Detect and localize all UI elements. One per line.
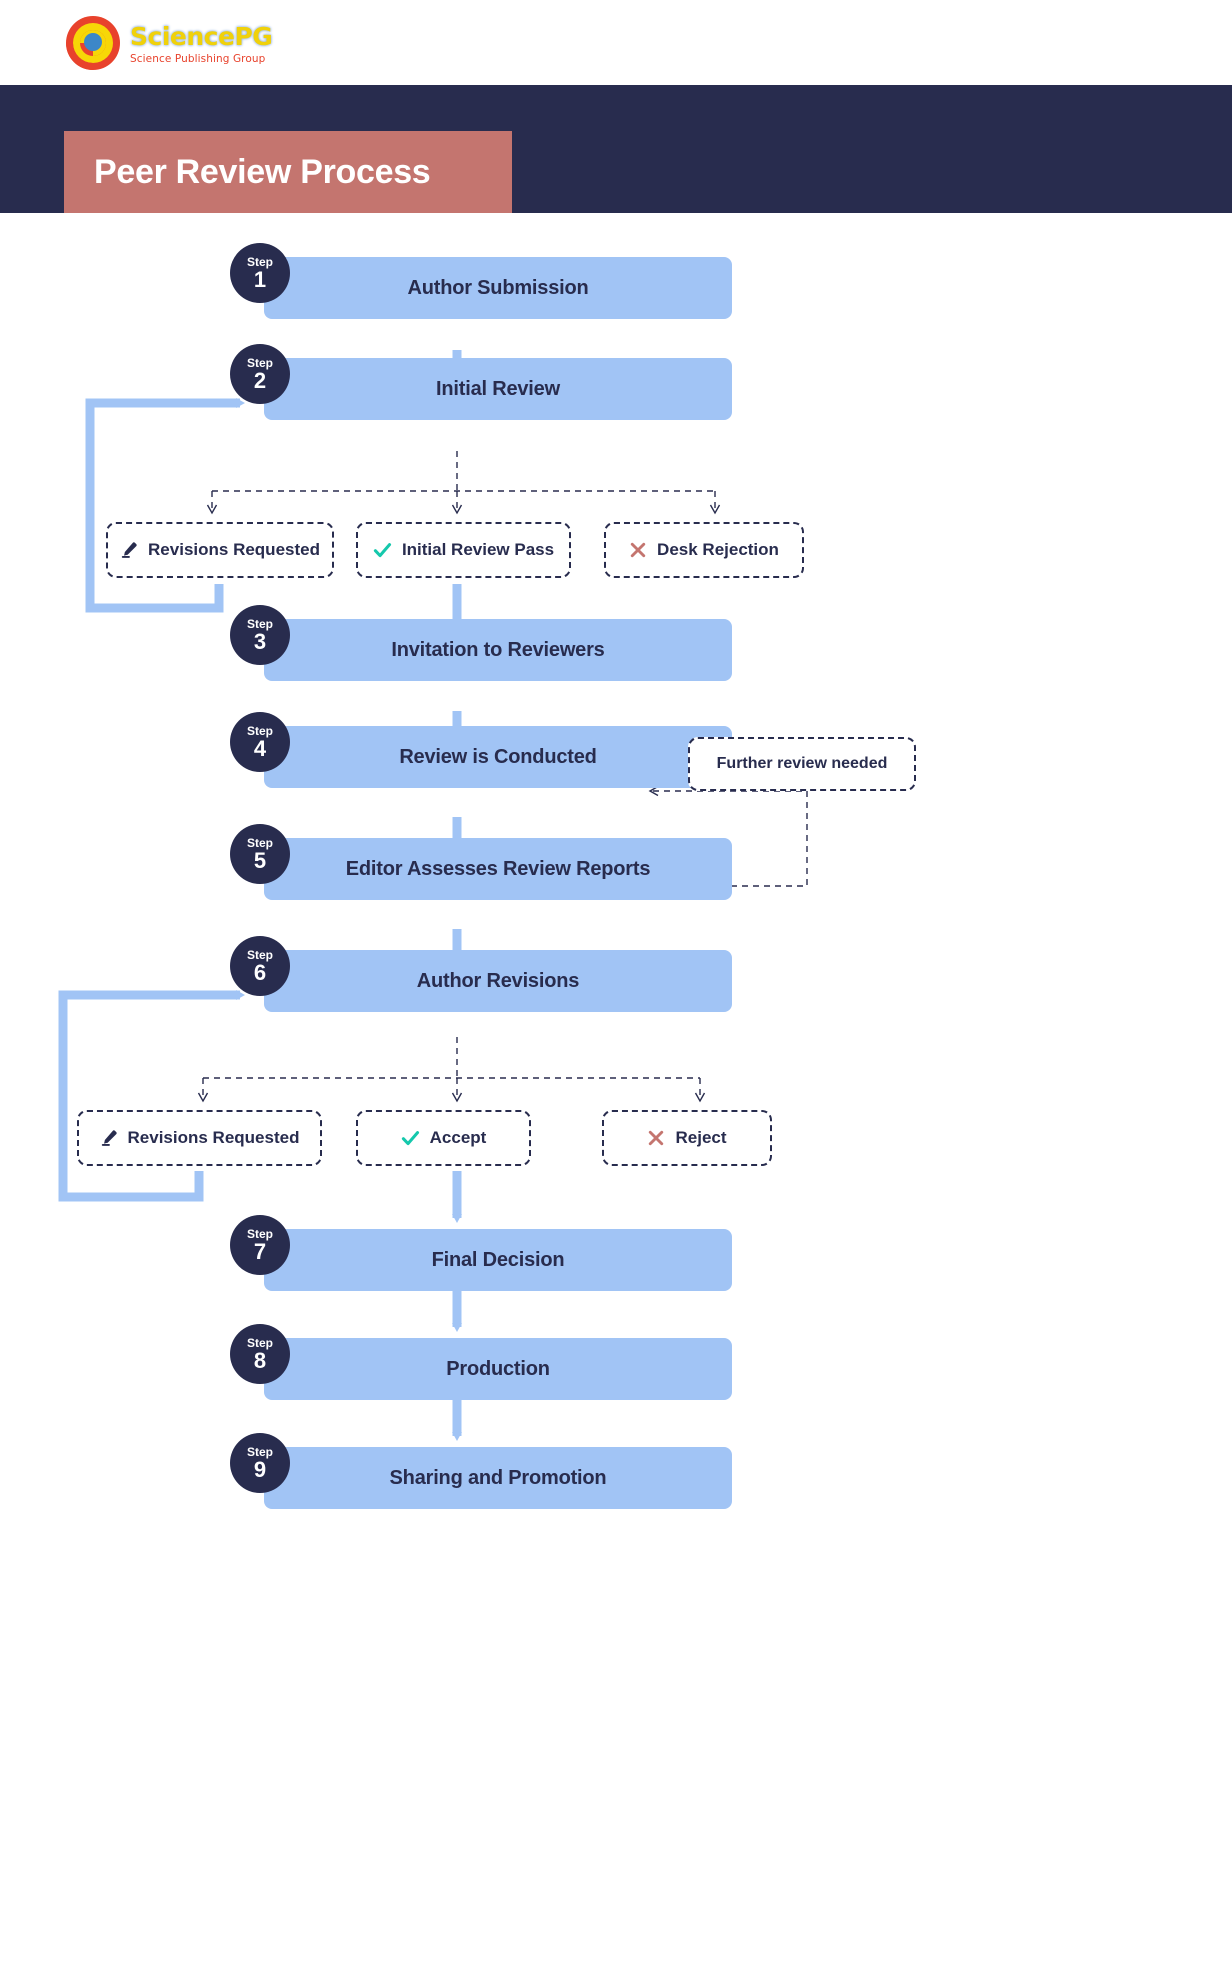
step-box-author-revisions[interactable]: Author Revisions <box>264 950 732 1012</box>
decision-label: Revisions Requested <box>148 540 320 559</box>
decision-label: Revisions Requested <box>127 1128 300 1147</box>
pencil-icon <box>100 1129 118 1147</box>
step-box-invitation-to-reviewers[interactable]: Invitation to Reviewers <box>264 619 732 681</box>
step-box-review-is-conducted[interactable]: Review is Conducted <box>264 726 732 788</box>
step-box-label: Invitation to Reviewers <box>391 638 605 661</box>
step-box-editor-assesses-review-reports[interactable]: Editor Assesses Review Reports <box>264 838 732 900</box>
step-box-label: Author Submission <box>407 276 589 299</box>
brand-name-part1: Science <box>130 21 235 51</box>
step-badge-label: Step <box>246 835 273 850</box>
step-box-label: Author Revisions <box>416 969 580 992</box>
step-badge-number: 8 <box>253 1347 267 1373</box>
step-badge-6: Step 6 <box>230 936 290 996</box>
step-badge-2: Step 2 <box>230 344 290 404</box>
step-badge-label: Step <box>246 1444 273 1459</box>
step-box-label: Review is Conducted <box>399 745 597 768</box>
step-box-label: Final Decision <box>431 1248 565 1271</box>
step-box-label: Sharing and Promotion <box>389 1466 607 1489</box>
decision-label: Reject <box>675 1128 727 1147</box>
note-box-further-review-needed[interactable]: Further review needed <box>688 737 916 791</box>
step-box-label: Initial Review <box>436 377 560 400</box>
note-label: Further review needed <box>716 755 888 772</box>
decision-label: Initial Review Pass <box>401 540 555 559</box>
decision-box-revisions-requested-2[interactable]: Revisions Requested <box>77 1110 322 1166</box>
check-icon <box>401 1129 420 1148</box>
step-badge-number: 1 <box>253 266 267 292</box>
step-badge-label: Step <box>246 1226 273 1241</box>
step-badge-number: 2 <box>253 367 267 393</box>
brand-tagline: Science Publishing Group <box>130 52 266 65</box>
step-badge-label: Step <box>246 947 273 962</box>
step-badge-number: 7 <box>253 1238 267 1264</box>
sciencepg-logo[interactable]: SciencePG Science Publishing Group <box>64 14 273 72</box>
step-badge-label: Step <box>246 723 273 738</box>
flowchart-canvas: Step 1 Author Submission Step 2 Initial … <box>0 213 1232 1986</box>
step-box-initial-review[interactable]: Initial Review <box>264 358 732 420</box>
step-badge-label: Step <box>246 1335 273 1350</box>
step-badge-number: 3 <box>253 628 267 654</box>
decision-label: Desk Rejection <box>657 540 779 559</box>
page-header: SciencePG Science Publishing Group <box>0 0 1232 85</box>
step-box-author-submission[interactable]: Author Submission <box>264 257 732 319</box>
step-badge-8: Step 8 <box>230 1324 290 1384</box>
step-box-label: Editor Assesses Review Reports <box>345 857 651 880</box>
step-badge-5: Step 5 <box>230 824 290 884</box>
step-box-production[interactable]: Production <box>264 1338 732 1400</box>
step-box-sharing-and-promotion[interactable]: Sharing and Promotion <box>264 1447 732 1509</box>
title-banner: Peer Review Process <box>64 131 512 213</box>
check-icon <box>373 541 392 560</box>
brand-name-part2: PG <box>234 21 273 51</box>
cross-icon <box>647 1129 665 1147</box>
title-band: Peer Review Process <box>0 85 1232 213</box>
step-box-final-decision[interactable]: Final Decision <box>264 1229 732 1291</box>
step-badge-3: Step 3 <box>230 605 290 665</box>
decision-box-desk-rejection[interactable]: Desk Rejection <box>604 522 804 578</box>
step-badge-label: Step <box>246 616 273 631</box>
step-badge-1: Step 1 <box>230 243 290 303</box>
step-badge-number: 5 <box>253 847 267 873</box>
decision-box-revisions-requested-1[interactable]: Revisions Requested <box>106 522 334 578</box>
step-badge-number: 4 <box>253 735 267 761</box>
decision-box-initial-review-pass[interactable]: Initial Review Pass <box>356 522 571 578</box>
step-badge-number: 9 <box>253 1456 267 1482</box>
step-badge-label: Step <box>246 254 273 269</box>
sciencepg-wordmark: SciencePG Science Publishing Group <box>130 21 273 65</box>
sciencepg-circular-logo <box>64 14 122 72</box>
step-badge-number: 6 <box>253 959 267 985</box>
flow-connectors <box>58 350 808 1441</box>
pencil-icon <box>120 541 138 559</box>
step-badge-label: Step <box>246 355 273 370</box>
step-badge-4: Step 4 <box>230 712 290 772</box>
step-badge-7: Step 7 <box>230 1215 290 1275</box>
step-box-label: Production <box>446 1357 550 1380</box>
step-badge-9: Step 9 <box>230 1433 290 1493</box>
cross-icon <box>629 541 647 559</box>
page-title: Peer Review Process <box>94 152 431 191</box>
decision-box-accept[interactable]: Accept <box>356 1110 531 1166</box>
decision-label: Accept <box>429 1128 487 1147</box>
decision-box-reject[interactable]: Reject <box>602 1110 772 1166</box>
